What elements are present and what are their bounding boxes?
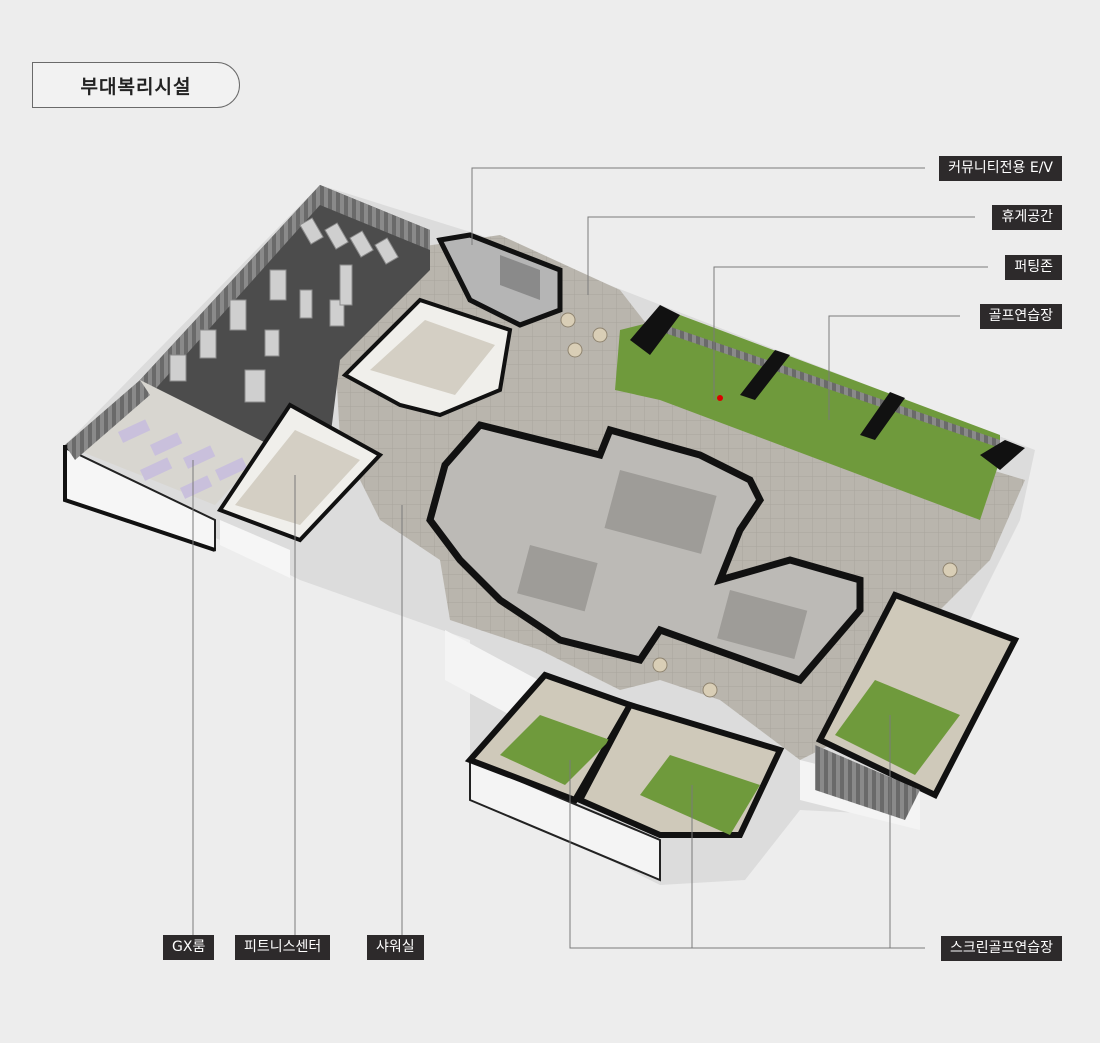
gx-room-area <box>63 380 270 552</box>
label-community-ev: 커뮤니티전용 E/V <box>939 156 1062 181</box>
label-fitness-center: 피트니스센터 <box>235 935 331 960</box>
ev-core <box>436 232 563 328</box>
label-screen-golf: 스크린골프연습장 <box>940 936 1062 961</box>
label-lounge: 휴게공간 <box>992 205 1062 230</box>
label-shower-room: 샤워실 <box>367 935 424 960</box>
label-putting-zone: 퍼팅존 <box>1005 255 1062 280</box>
label-golf-range: 골프연습장 <box>979 304 1062 329</box>
section-title: 부대복리시설 <box>32 62 240 108</box>
screen-golf-rooms <box>464 591 1020 838</box>
golf-range-area <box>615 305 1025 520</box>
lounge-furniture <box>560 312 958 698</box>
fitness-center-area <box>140 185 430 445</box>
leader-lines <box>192 167 988 949</box>
label-gx-room: GX룸 <box>163 935 215 960</box>
